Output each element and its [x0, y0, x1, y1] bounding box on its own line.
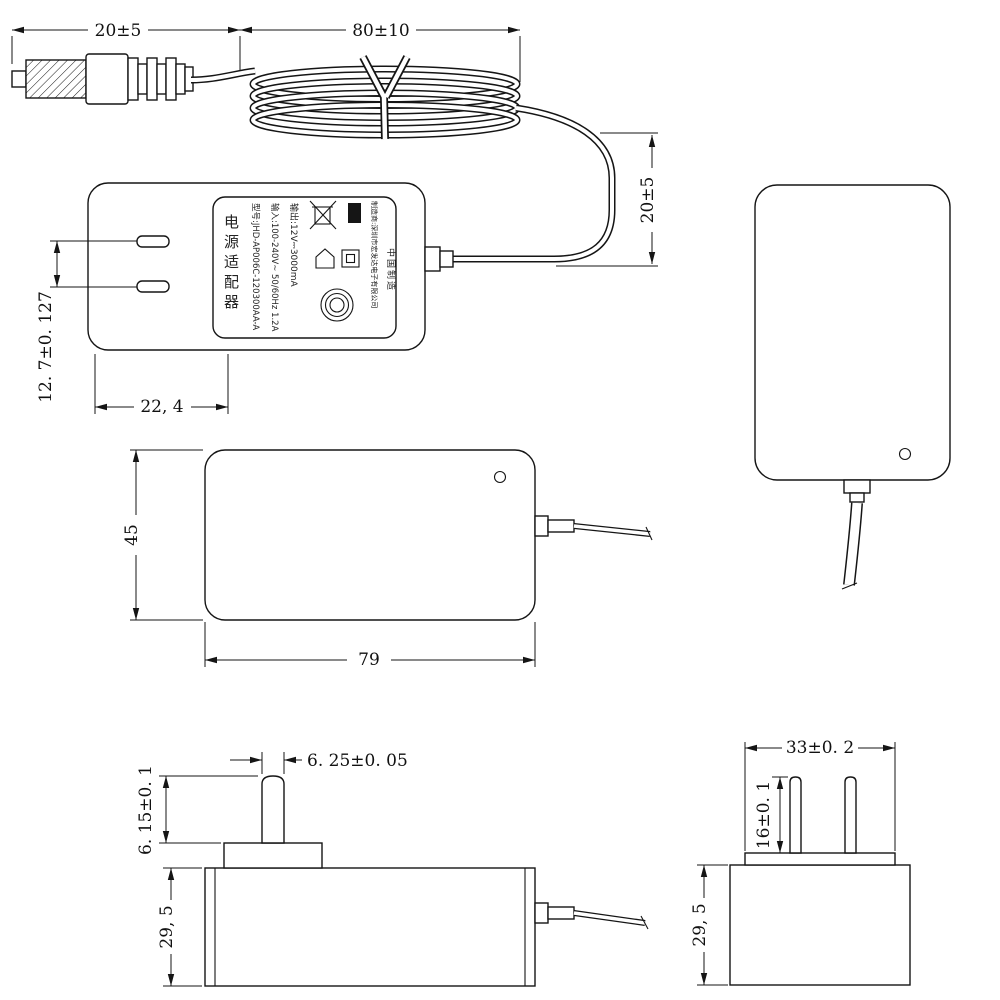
dim-label-cable-drop: 20±5: [638, 177, 658, 224]
dc-plug: [11, 53, 194, 105]
dim-blade-length: 16±0. 1: [754, 776, 788, 853]
class-ii-icon: [341, 249, 360, 268]
dim-cable-drop: 20±5: [556, 132, 658, 267]
plug-face-plate: [744, 852, 896, 866]
bottom-view: [204, 775, 649, 987]
dim-label-coil-length: 80±10: [352, 21, 410, 41]
dim-label-pin-diameter: 6. 25±0. 05: [307, 751, 408, 771]
dim-pin-offset: 22, 4: [94, 354, 229, 417]
no-disposal-icon: [309, 200, 337, 230]
cable-exit-neck: [439, 250, 454, 268]
label-product-name: 电源适配器: [222, 214, 240, 314]
dim-label-blade-length: 16±0. 1: [754, 781, 774, 849]
dim-label-body-thickness-left: 29, 5: [157, 905, 177, 948]
label-manufacturer-line: 制造商:深圳市宏发达电子有限公司: [370, 201, 379, 308]
adapter-body-back: [754, 184, 951, 481]
dim-body-width: 45: [122, 449, 203, 621]
plug-blade-bottom: [136, 280, 170, 293]
blade-right: [844, 776, 857, 854]
dim-body-thickness-right: 29, 5: [690, 864, 728, 986]
front-view: 电源适配器 型号:JHD-AP006C-120300AA-A 输入:100-24…: [87, 182, 454, 351]
dim-label-pin-pitch: 12. 7±0. 127: [36, 291, 56, 403]
back-view: [754, 184, 951, 590]
screw-hole-side: [493, 470, 507, 484]
indoor-use-icon: [315, 248, 335, 269]
dim-pin-pitch: 12. 7±0. 127: [36, 240, 137, 403]
label-input-line: 输入:100-240V~ 50/60Hz 1.2A: [269, 203, 280, 332]
adapter-body-end: [729, 864, 911, 986]
blade-left: [789, 776, 802, 854]
dim-body-thickness-left: 29, 5: [157, 867, 202, 987]
cable: [190, 55, 616, 263]
strain-relief-neck: [849, 492, 865, 503]
cable-tie-y: [359, 55, 411, 140]
label-output-line: 输出:12V⎓3000mA: [288, 203, 300, 287]
side-view: [204, 449, 653, 621]
dim-label-pin-offset: 22, 4: [140, 397, 183, 417]
rating-label: 电源适配器 型号:JHD-AP006C-120300AA-A 输入:100-24…: [212, 196, 397, 339]
dim-label-body-length: 79: [358, 650, 380, 670]
ccc-mark-icon: [320, 288, 354, 322]
plug-face-hump: [223, 842, 323, 869]
end-view: [729, 776, 911, 986]
plug-pin-profile: [261, 775, 285, 844]
dim-label-body-width: 45: [122, 524, 142, 546]
plug-blade-top: [136, 235, 170, 248]
dim-label-pin-length: 6. 15±0. 1: [136, 765, 156, 855]
dim-plug-length: 20±5: [11, 20, 241, 70]
dim-face-width: 33±0. 2: [744, 738, 896, 851]
dim-body-length: 79: [204, 622, 536, 670]
dim-label-plug-length: 20±5: [95, 21, 142, 41]
screw-hole: [898, 447, 912, 461]
label-model-line: 型号:JHD-AP006C-120300AA-A: [250, 203, 260, 330]
dim-pin-diameter: 6. 25±0. 05: [230, 751, 408, 774]
black-bar-icon: [348, 203, 361, 223]
adapter-body-side: [204, 449, 536, 621]
dim-pin-length: 6. 15±0. 1: [136, 765, 258, 855]
dim-coil-length: 80±10: [240, 20, 521, 82]
label-origin-line: 中国制造: [385, 248, 397, 292]
barrel-hatch: [26, 60, 86, 98]
dim-label-body-thickness-right: 29, 5: [690, 903, 710, 946]
adapter-body-bottom: [204, 867, 536, 987]
strain-relief-base: [843, 479, 871, 494]
cable-exit-boot: [424, 246, 441, 272]
dim-label-face-width: 33±0. 2: [786, 738, 854, 758]
